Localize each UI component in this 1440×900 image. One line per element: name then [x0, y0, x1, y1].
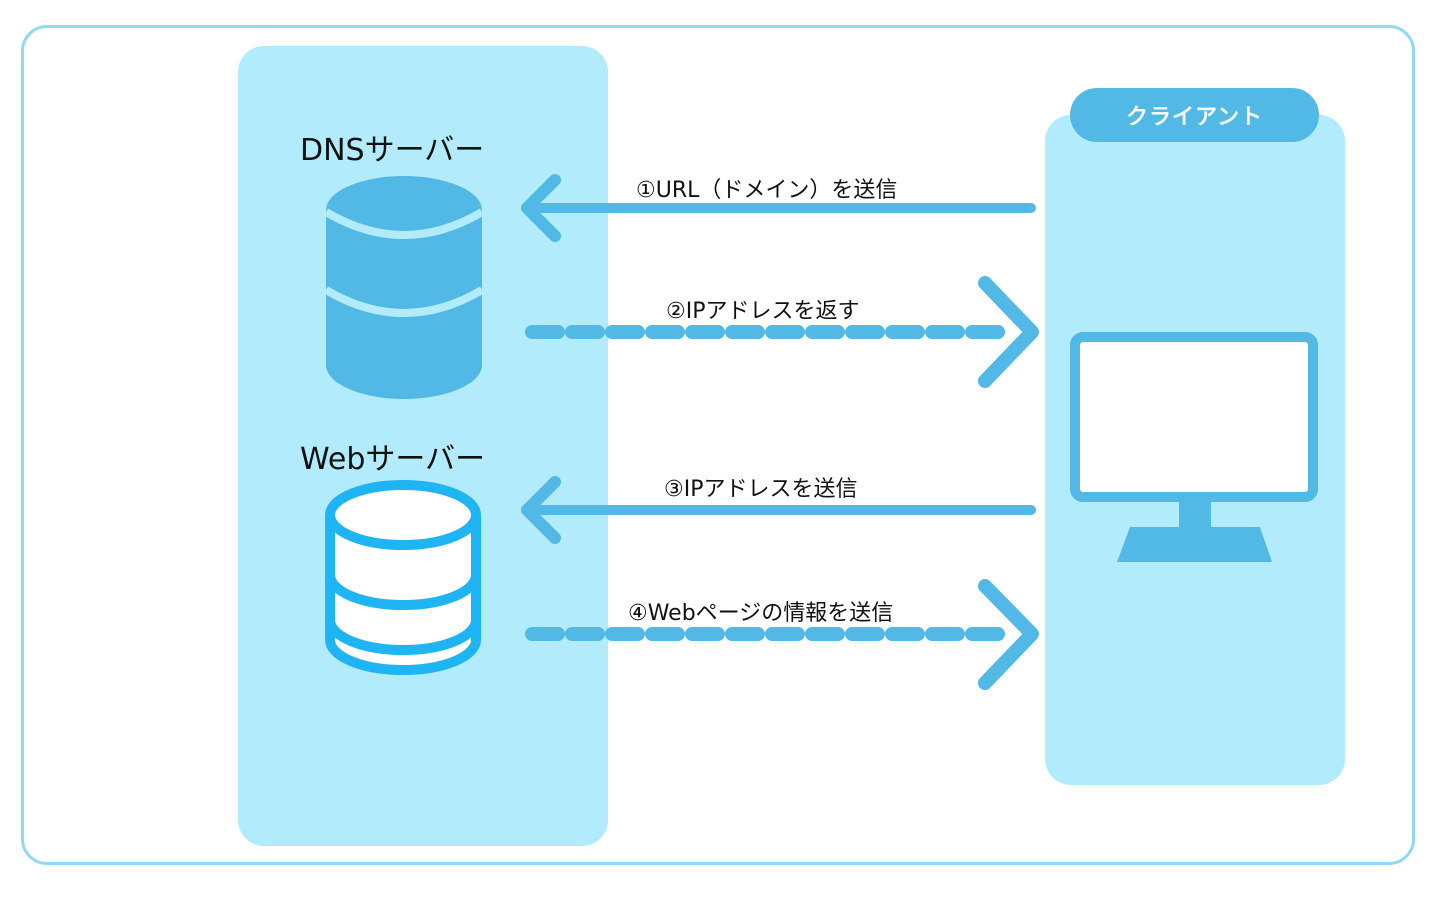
dns-database-icon [323, 176, 485, 399]
monitor-icon [1070, 332, 1318, 562]
arrow-label-1: ①URL（ドメイン）を送信 [636, 178, 898, 203]
arrow-return-ip [525, 276, 1039, 388]
arrow-send-ip [521, 476, 1036, 544]
arrow-label-3: ③IPアドレスを送信 [664, 477, 858, 502]
arrow-send-url [521, 174, 1036, 242]
arrow-label-4: ④Webページの情報を送信 [628, 601, 894, 626]
client-title: クライアント [1070, 88, 1319, 142]
arrow-label-2: ②IPアドレスを返す [666, 299, 860, 324]
dns-server-label: DNSサーバー [300, 133, 485, 168]
arrow-send-webpage [525, 579, 1039, 690]
web-server-label: Webサーバー [300, 442, 486, 477]
web-database-icon [325, 480, 481, 675]
